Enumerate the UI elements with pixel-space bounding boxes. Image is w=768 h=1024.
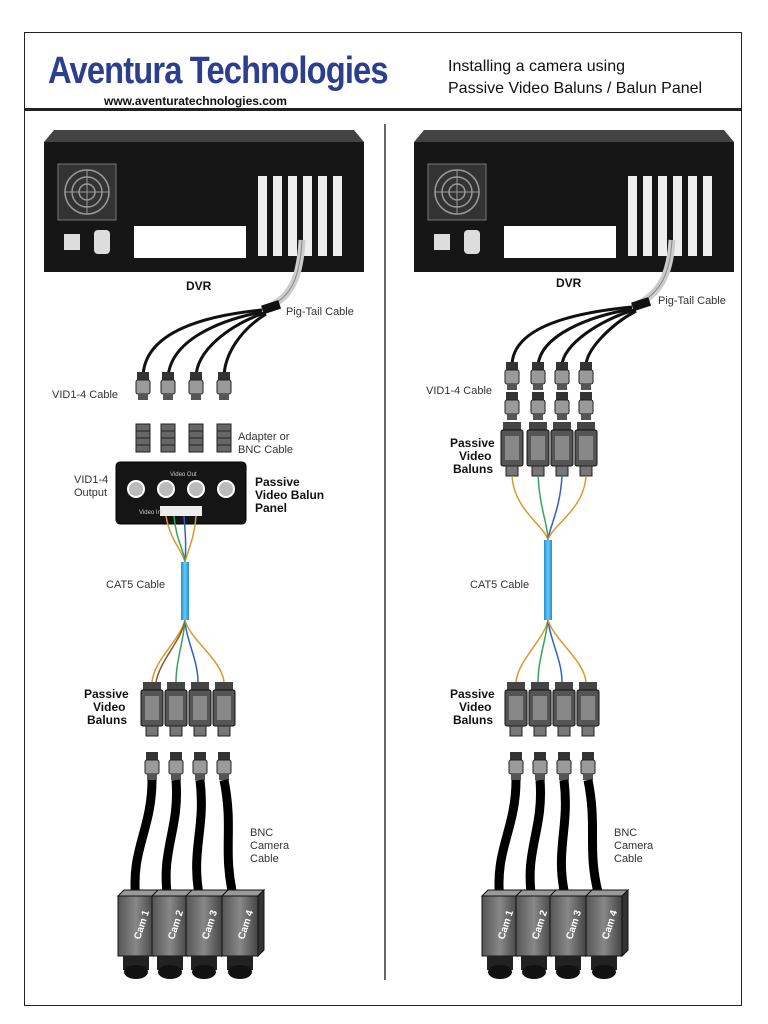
page-title-line1: Installing a camera using — [448, 58, 625, 75]
left-bnc-label-2: Camera — [250, 840, 290, 852]
left-adapter-label-2: BNC Cable — [238, 444, 293, 456]
left-panel-video-out: Video Out — [170, 472, 197, 478]
right-baluns-label-3: Baluns — [453, 713, 493, 727]
right-vid-cable-label: VID1-4 Cable — [426, 385, 492, 397]
right-bnc-label-1: BNC — [614, 827, 637, 839]
left-output-label-2: Output — [74, 487, 107, 499]
right-pigtail-label: Pig-Tail Cable — [658, 295, 726, 307]
left-baluns-label-3: Baluns — [87, 713, 127, 727]
right-top-baluns-label-3: Baluns — [453, 462, 493, 476]
left-adapter-label-1: Adapter or — [238, 431, 290, 443]
right-baluns-label-1: Passive — [450, 687, 495, 701]
left-bnc-label-3: Cable — [250, 853, 279, 865]
brand-url: www.aventuratechnologies.com — [104, 94, 287, 108]
left-panel-video-in: Video In — [139, 510, 161, 516]
right-bnc-label-3: Cable — [614, 853, 643, 865]
left-bnc-label-1: BNC — [250, 827, 273, 839]
left-output-label-1: VID1-4 — [74, 474, 108, 486]
right-top-baluns-label-2: Video — [459, 449, 491, 463]
left-vid-cable-label: VID1-4 Cable — [52, 389, 118, 401]
left-cat5-label: CAT5 Cable — [106, 579, 165, 591]
right-installation: DVR Pig-Tail Cable VID1-4 Cable Passive … — [413, 129, 735, 980]
left-dvr — [43, 129, 365, 273]
right-dvr — [413, 129, 735, 273]
left-panel-label-2: Video Balun — [255, 488, 324, 502]
left-pigtail-label: Pig-Tail Cable — [286, 306, 354, 318]
left-panel-label-1: Passive — [255, 475, 300, 489]
left-panel-label-3: Panel — [255, 501, 287, 515]
right-baluns-label-2: Video — [459, 700, 491, 714]
left-dvr-label: DVR — [186, 279, 212, 293]
left-installation: DVR Pig-Tail Cable VID1-4 Cable Adapter … — [43, 129, 365, 980]
right-cat5-label: CAT5 Cable — [470, 579, 529, 591]
page-title-line2: Passive Video Baluns / Balun Panel — [448, 80, 703, 97]
page-frame — [24, 32, 742, 1006]
brand-logo: Aventura Technologies — [48, 50, 389, 92]
right-bnc-label-2: Camera — [614, 840, 654, 852]
right-dvr-label: DVR — [556, 276, 582, 290]
header-divider — [24, 108, 742, 111]
left-baluns-label-1: Passive — [84, 687, 129, 701]
left-baluns-label-2: Video — [93, 700, 125, 714]
right-top-baluns-label-1: Passive — [450, 436, 495, 450]
